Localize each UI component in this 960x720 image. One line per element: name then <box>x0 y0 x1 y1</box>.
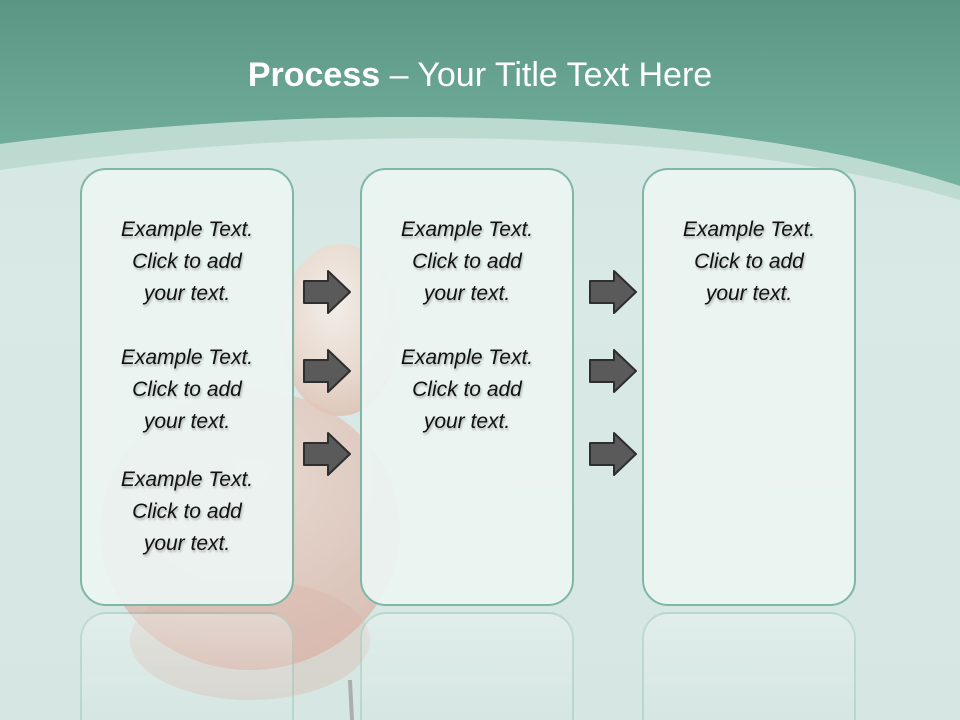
box-reflection <box>80 612 294 720</box>
arrow-right-icon <box>303 270 351 314</box>
arrow-right-icon <box>589 432 637 476</box>
process-box-2[interactable]: Example Text. Click to add your text. Ex… <box>360 168 574 606</box>
slide-title[interactable]: Process – Your Title Text Here <box>0 52 960 98</box>
arrow-right-icon <box>589 270 637 314</box>
box-reflection <box>360 612 574 720</box>
box-reflection <box>642 612 856 720</box>
process-box-1[interactable]: Example Text. Click to add your text. Ex… <box>80 168 294 606</box>
arrow-right-icon <box>303 349 351 393</box>
text-block[interactable]: Example Text. Click to add your text. <box>682 218 816 305</box>
text-block[interactable]: Example Text. Click to add your text. <box>400 218 534 305</box>
arrow-right-icon <box>589 349 637 393</box>
title-bold: Process <box>247 56 381 94</box>
arrow-right-icon <box>303 432 351 476</box>
text-block[interactable]: Example Text. Click to add your text. <box>120 218 254 305</box>
title-rest: – Your Title Text Here <box>380 56 713 94</box>
text-block[interactable]: Example Text. Click to add your text. <box>400 346 534 433</box>
text-block[interactable]: Example Text. Click to add your text. <box>120 468 254 555</box>
process-box-3[interactable]: Example Text. Click to add your text. <box>642 168 856 606</box>
text-block[interactable]: Example Text. Click to add your text. <box>120 346 254 433</box>
